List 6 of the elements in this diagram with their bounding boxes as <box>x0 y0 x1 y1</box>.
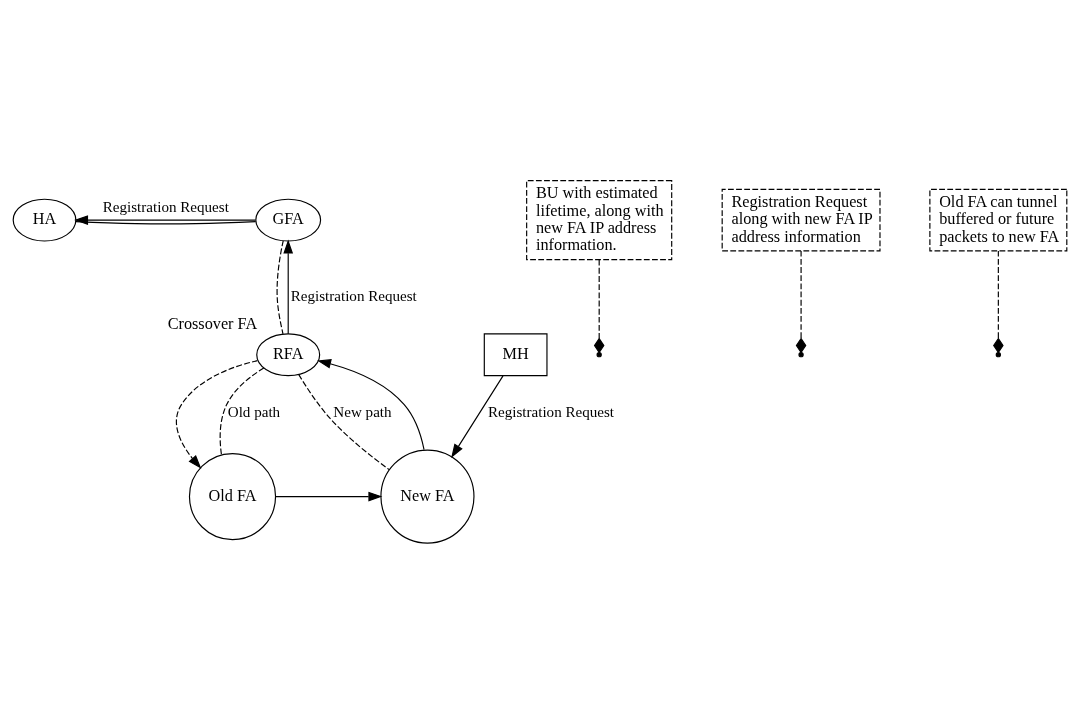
edge-label: New path <box>333 403 392 420</box>
node-label: Crossover FA <box>167 314 258 333</box>
edge-label: Registration Request <box>102 198 229 215</box>
edge-label: Registration Request <box>290 287 417 304</box>
edge-label: Registration Request <box>487 403 615 420</box>
edge-label: Old path <box>227 403 281 420</box>
